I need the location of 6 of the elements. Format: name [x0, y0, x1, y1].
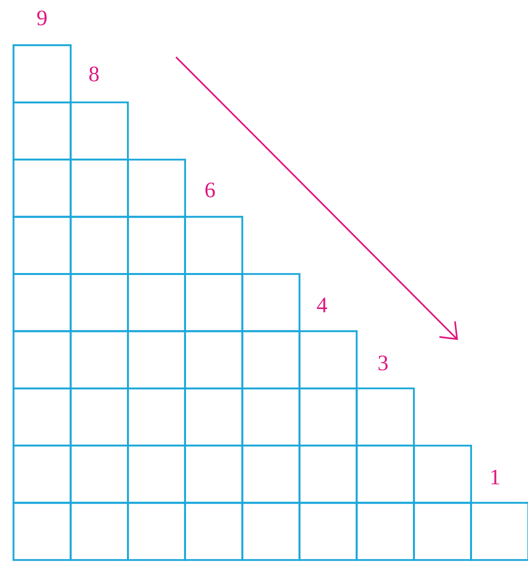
- column-number: 3: [378, 356, 388, 370]
- column-number: 8: [89, 66, 99, 82]
- column-number: 6: [205, 182, 215, 198]
- column-number: 4: [316, 298, 328, 312]
- column-number: 1: [491, 470, 500, 484]
- column-number: 9: [37, 10, 47, 26]
